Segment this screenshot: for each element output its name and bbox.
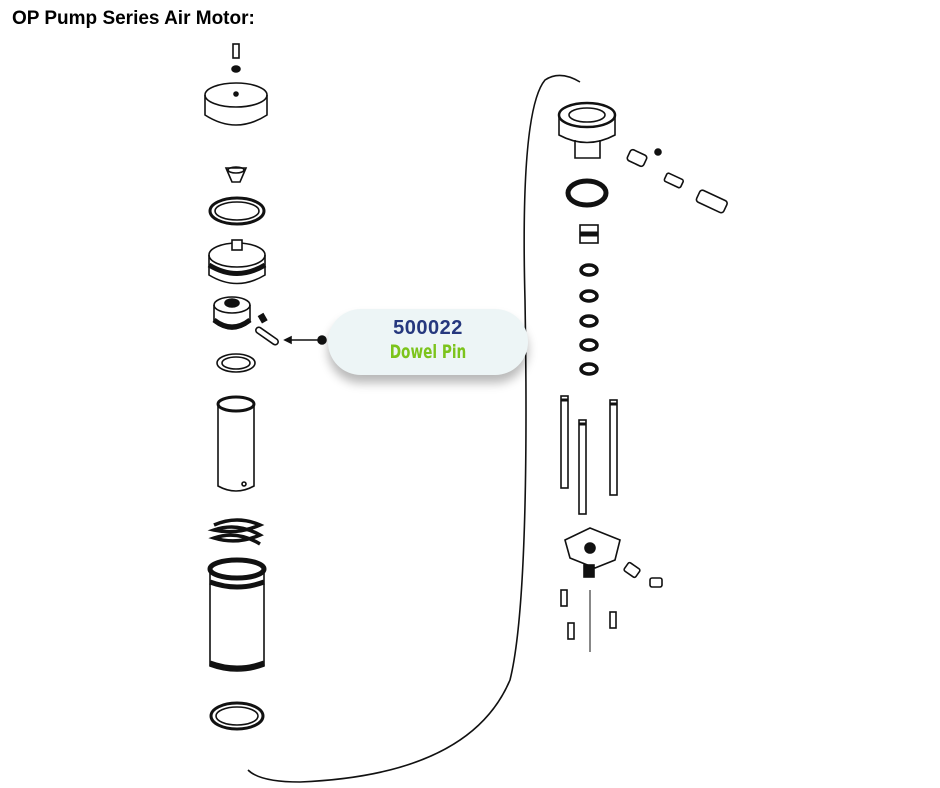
o-ring-2 [209, 701, 265, 731]
small-pin [257, 312, 268, 324]
screw-2 [567, 622, 575, 640]
top-cap [204, 82, 268, 126]
tie-rods [560, 395, 618, 515]
part-name: Dowel Pin [389, 341, 467, 363]
piston-cap [212, 296, 252, 330]
washer [231, 65, 241, 73]
callout-leader [283, 335, 327, 345]
screw [232, 43, 240, 59]
part-callout: 500022 Dowel Pin [328, 309, 528, 375]
plug [623, 561, 641, 579]
right-stack [557, 101, 728, 652]
sleeve [216, 395, 256, 492]
spring [207, 518, 265, 546]
packings [579, 263, 599, 376]
left-stack [204, 43, 279, 731]
manifold [557, 101, 617, 159]
gasket [216, 353, 256, 373]
bolt [649, 577, 663, 588]
nipple [663, 172, 684, 189]
screw-3 [609, 611, 617, 629]
piston [207, 239, 267, 285]
o-ring-1 [208, 196, 266, 226]
cylinder [207, 557, 267, 672]
seal [565, 178, 609, 208]
air-valve [626, 148, 662, 168]
valve [224, 166, 248, 183]
air-tube [247, 74, 581, 783]
part-number: 500022 [393, 317, 463, 339]
fitting [695, 189, 728, 214]
screw-1 [560, 589, 568, 607]
page-title: OP Pump Series Air Motor: [12, 8, 255, 29]
nut [579, 224, 599, 244]
base [564, 527, 621, 578]
dowel-pin [255, 326, 279, 346]
